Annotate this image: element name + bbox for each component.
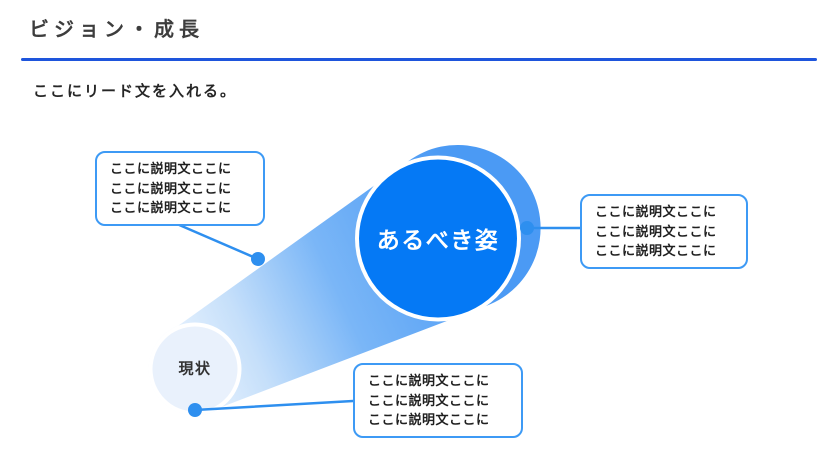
callout-bottom-line-1: ここに説明文ここに <box>368 373 490 388</box>
goal-circle-label: あるべき姿 <box>376 227 500 253</box>
page-title: ビジョン・成長 <box>29 19 204 41</box>
callout-right-line-1: ここに説明文ここに <box>595 204 717 219</box>
title-rule <box>21 58 817 61</box>
callout-left-line-1: ここに説明文ここに <box>110 161 232 176</box>
current-circle-label: 現状 <box>178 360 212 378</box>
right-callout-dot <box>520 221 534 235</box>
callout-bottom-line-2: ここに説明文ここに <box>368 392 490 408</box>
callout-right-line-3: ここに説明文ここに <box>595 243 717 258</box>
goal-circle <box>359 159 517 318</box>
callout-right: ここに説明文ここに ここに説明文ここに ここに説明文ここに <box>580 194 748 269</box>
bottom-callout-connector <box>193 399 355 412</box>
callout-bottom-line-3: ここに説明文ここに <box>368 412 490 427</box>
callout-left: ここに説明文ここに ここに説明文ここに ここに説明文ここに <box>95 151 265 226</box>
callout-left-line-3: ここに説明文ここに <box>110 200 232 215</box>
lead-text: ここにリード文を入れる。 <box>33 83 238 100</box>
callout-bottom: ここに説明文ここに ここに説明文ここに ここに説明文ここに <box>353 363 523 438</box>
callout-left-line-2: ここに説明文ここに <box>110 180 232 196</box>
left-callout-connector <box>175 222 260 261</box>
callout-right-line-2: ここに説明文ここに <box>595 223 717 239</box>
current-circle <box>152 326 238 412</box>
left-callout-dot <box>251 252 265 266</box>
bottom-callout-dot <box>188 403 202 417</box>
